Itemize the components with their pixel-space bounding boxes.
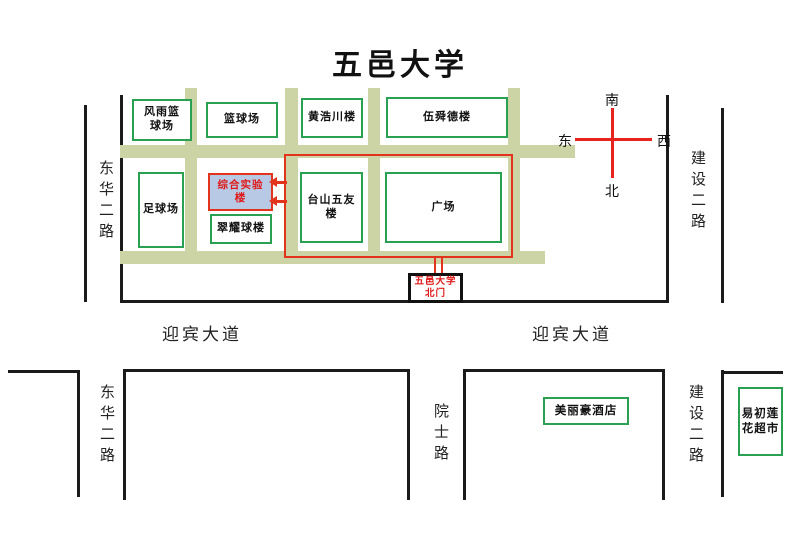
building-label: 台山五友 楼 bbox=[307, 193, 356, 220]
building-wu-shunde: 伍舜德楼 bbox=[386, 97, 508, 138]
city-block-far-right-top-line bbox=[721, 371, 783, 374]
city-block-far-left bbox=[8, 370, 80, 497]
hotel-box: 美丽豪酒店 bbox=[543, 397, 629, 425]
road-label-yingbin-right: 迎宾大道 bbox=[532, 325, 612, 344]
campus-road-vertical-2 bbox=[285, 88, 298, 264]
building-label: 广场 bbox=[431, 200, 456, 213]
building-label: 足球场 bbox=[143, 203, 179, 216]
road-label-donghua-lower: 东华二路 bbox=[98, 384, 114, 468]
campus-south-boundary-line bbox=[120, 300, 669, 303]
building-football-field: 足球场 bbox=[138, 172, 184, 248]
compass-west-label: 西 bbox=[657, 135, 671, 150]
donghua-road-inner-line-upper bbox=[120, 95, 123, 303]
road-label-donghua-upper: 东华二路 bbox=[97, 160, 113, 244]
road-label-yuanshi: 院士路 bbox=[432, 403, 448, 466]
supermarket-label: 易初莲 花超市 bbox=[741, 407, 780, 435]
compass-icon bbox=[611, 108, 614, 178]
north-gate-label: 五邑大学 北门 bbox=[414, 275, 457, 299]
road-label-jianshe-lower: 建设二路 bbox=[687, 384, 703, 468]
route-rectangle bbox=[284, 154, 513, 258]
building-huang-haochuan: 黄浩川楼 bbox=[301, 98, 363, 138]
compass-north-label: 北 bbox=[605, 185, 619, 200]
hotel-label: 美丽豪酒店 bbox=[554, 404, 618, 417]
jianshe-road-outer-line-upper bbox=[721, 108, 724, 303]
route-arrow-icon bbox=[269, 177, 277, 187]
building-label: 翠耀球楼 bbox=[217, 222, 265, 235]
compass-east-label: 东 bbox=[558, 135, 572, 150]
building-label: 黄浩川楼 bbox=[308, 111, 356, 124]
building-basketball-court: 篮球场 bbox=[206, 102, 278, 138]
north-gate-box: 五邑大学 北门 bbox=[408, 273, 463, 303]
jianshe-road-outer-line-lower bbox=[721, 370, 724, 497]
donghua-road-outer-line-upper bbox=[84, 105, 87, 302]
compass-south-label: 南 bbox=[605, 94, 619, 109]
route-gate-connector bbox=[434, 258, 443, 276]
campus-road-vertical-3 bbox=[368, 88, 380, 264]
building-fengyu-basketball-court: 风雨篮 球场 bbox=[132, 99, 192, 141]
page-title: 五邑大学 bbox=[332, 49, 468, 82]
road-label-yingbin-left: 迎宾大道 bbox=[162, 325, 242, 344]
supermarket-box: 易初莲 花超市 bbox=[738, 387, 783, 456]
building-taishan-wuyou: 台山五友 楼 bbox=[300, 172, 363, 243]
building-label: 伍舜德楼 bbox=[423, 110, 471, 123]
building-cuiyao-ball: 翠耀球楼 bbox=[210, 214, 272, 244]
jianshe-road-inner-line-upper bbox=[666, 95, 669, 303]
building-label: 篮球场 bbox=[224, 113, 260, 126]
route-arrow-icon bbox=[269, 196, 277, 206]
building-label: 风雨篮 球场 bbox=[144, 106, 180, 132]
road-label-jianshe-upper: 建设二路 bbox=[689, 150, 705, 234]
building-label: 综合实验 楼 bbox=[217, 178, 264, 204]
route-arrow-line bbox=[277, 200, 287, 203]
building-comprehensive-lab-highlighted: 综合实验 楼 bbox=[208, 173, 273, 211]
route-arrow-line bbox=[277, 181, 287, 184]
city-block-center-right bbox=[463, 369, 665, 500]
building-plaza: 广场 bbox=[385, 172, 502, 243]
city-block-center-left bbox=[123, 369, 410, 500]
